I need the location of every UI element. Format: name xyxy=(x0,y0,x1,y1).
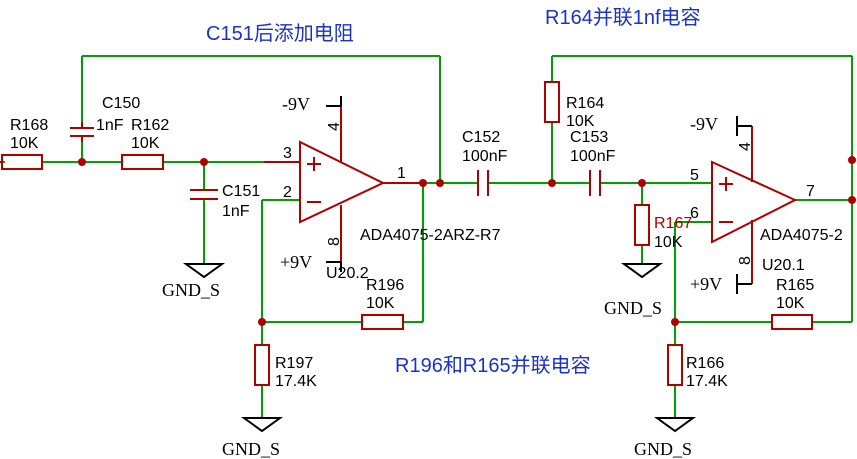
r196-value: 10K xyxy=(366,295,395,312)
resistor-r168: R168 10K xyxy=(0,117,48,170)
u20-1-pin-minus: 6 xyxy=(690,205,699,222)
capacitor-c151: C151 1nF xyxy=(190,183,260,220)
annotation-r164-note: R164并联1nf电容 xyxy=(545,6,701,29)
annotation-r196-note: R196和R165并联电容 xyxy=(395,354,591,377)
u20-1-pin-vneg: 4 xyxy=(737,142,754,151)
u20-1-vneg-label: -9V xyxy=(690,114,718,134)
u20-2-pin-vneg: 4 xyxy=(326,122,343,131)
r168-ref: R168 xyxy=(10,117,48,134)
r162-ref: R162 xyxy=(131,117,169,134)
r168-value: 10K xyxy=(10,135,39,152)
opamp-u20-1: 5 6 7 4 8 -9V +9V ADA4075-2 U20.1 xyxy=(690,114,843,294)
junctions xyxy=(78,156,856,326)
resistor-r166: R166 17.4K xyxy=(667,344,728,390)
ground-symbol-r197: GND_S xyxy=(222,417,284,459)
capacitor-c153: C153 100nF xyxy=(570,129,616,196)
r167-value: 10K xyxy=(654,234,683,251)
u20-2-pin-vpos: 8 xyxy=(326,237,343,246)
r162-value: 10K xyxy=(131,135,160,152)
u20-1-ref: U20.1 xyxy=(762,257,805,274)
c153-ref: C153 xyxy=(570,129,608,146)
ground-label: GND_S xyxy=(222,439,280,459)
r164-value: 10K xyxy=(566,113,595,130)
r196-ref: R196 xyxy=(366,277,404,294)
r165-value: 10K xyxy=(776,295,805,312)
u20-2-vneg-label: -9V xyxy=(282,94,310,114)
u20-2-part: ADA4075-2ARZ-R7 xyxy=(360,227,501,244)
r197-value: 17.4K xyxy=(275,373,317,390)
resistor-r197: R197 17.4K xyxy=(254,344,317,390)
wires xyxy=(0,55,853,418)
r165-ref: R165 xyxy=(776,277,814,294)
r166-ref: R166 xyxy=(686,355,724,372)
u20-2-ref: U20.2 xyxy=(326,265,369,282)
r164-ref: R164 xyxy=(566,95,604,112)
ground-symbol-c151: GND_S xyxy=(162,263,226,300)
u20-2-pin-minus: 2 xyxy=(283,184,292,201)
ground-label: GND_S xyxy=(634,439,692,459)
resistor-r162: R162 10K xyxy=(121,117,169,170)
opamp-u20-2: 3 2 1 4 8 -9V +9V ADA4075-2ARZ-R7 U20.2 xyxy=(264,94,501,282)
c150-ref: C150 xyxy=(102,95,140,112)
u20-2-pin-out: 1 xyxy=(397,165,406,182)
ground-label: GND_S xyxy=(162,280,220,300)
r166-value: 17.4K xyxy=(686,373,728,390)
u20-1-vpos-label: +9V xyxy=(690,274,722,294)
u20-2-pin-plus: 3 xyxy=(283,145,292,162)
ground-symbol-r166: GND_S xyxy=(634,417,697,459)
ground-symbol-r167: GND_S xyxy=(604,263,664,318)
capacitor-c152: C152 100nF xyxy=(462,129,508,196)
c151-ref: C151 xyxy=(222,183,260,200)
c150-value: 1nF xyxy=(96,117,124,134)
u20-1-pin-plus: 5 xyxy=(690,167,699,184)
u20-2-vpos-label: +9V xyxy=(280,252,312,272)
r197-ref: R197 xyxy=(275,355,313,372)
u20-1-part: ADA4075-2 xyxy=(760,227,843,244)
c152-value: 100nF xyxy=(462,148,508,165)
resistor-r164: R164 10K xyxy=(544,81,604,130)
c151-value: 1nF xyxy=(222,203,250,220)
ground-label: GND_S xyxy=(604,298,662,318)
resistor-r196: R196 10K xyxy=(361,277,404,330)
capacitor-c150: C150 1nF xyxy=(70,95,140,142)
resistor-r165: R165 10K xyxy=(771,277,814,330)
u20-1-pin-vpos: 8 xyxy=(737,256,754,265)
r167-ref: R167 xyxy=(654,215,692,232)
u20-1-pin-out: 7 xyxy=(806,183,815,200)
annotation-c151-note: C151后添加电阻 xyxy=(206,22,354,45)
c153-value: 100nF xyxy=(570,148,616,165)
resistor-r167: R167 10K xyxy=(634,204,692,251)
c152-ref: C152 xyxy=(462,129,500,146)
